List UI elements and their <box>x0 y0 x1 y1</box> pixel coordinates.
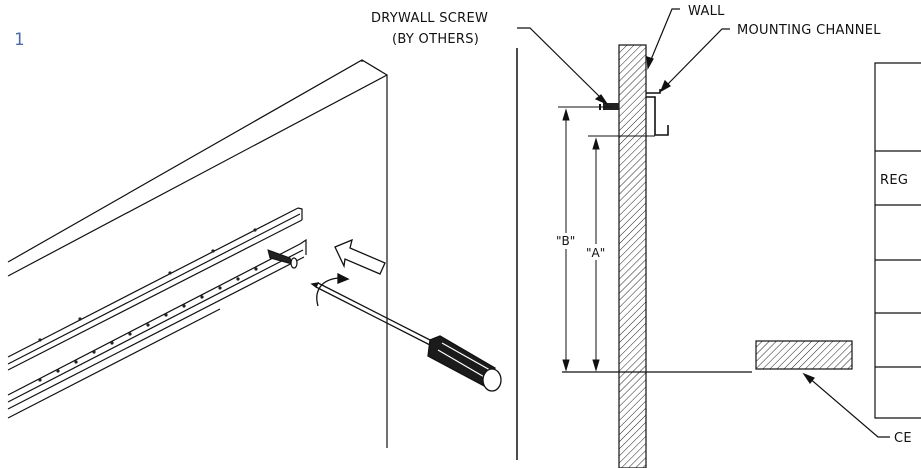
mounting-channel-rail <box>7 207 307 419</box>
mounting-channel-leader <box>659 28 730 93</box>
mounting-channel-label: MOUNTING CHANNEL <box>737 23 881 38</box>
wall-leader <box>646 8 680 70</box>
rail-holes <box>38 228 258 382</box>
push-arrow-icon <box>334 238 386 275</box>
dimension-a-label: "A" <box>586 246 605 260</box>
dimension-b <box>556 106 612 372</box>
wall-panel-illustration <box>7 59 388 448</box>
by-others-label: (BY OTHERS) <box>392 32 479 47</box>
mounting-channel-profile <box>646 89 669 136</box>
drywall-screw-leader <box>517 27 609 106</box>
drywall-screw-label: DRYWALL SCREW <box>371 11 488 26</box>
dimension-b-label: "B" <box>556 234 575 248</box>
screwdriver-icon <box>310 282 502 392</box>
rotation-arrow-icon <box>316 272 350 307</box>
ceiling-label: CE <box>894 431 912 446</box>
table-row-label: REG <box>880 173 908 188</box>
ceiling-panel <box>755 340 853 370</box>
size-table <box>874 62 921 419</box>
dimension-a <box>586 135 655 372</box>
ceiling-leader <box>802 372 890 438</box>
wall-label: WALL <box>688 4 725 19</box>
screw-icon <box>267 249 298 269</box>
wall-section <box>618 44 647 468</box>
step-number: 1 <box>14 30 24 50</box>
